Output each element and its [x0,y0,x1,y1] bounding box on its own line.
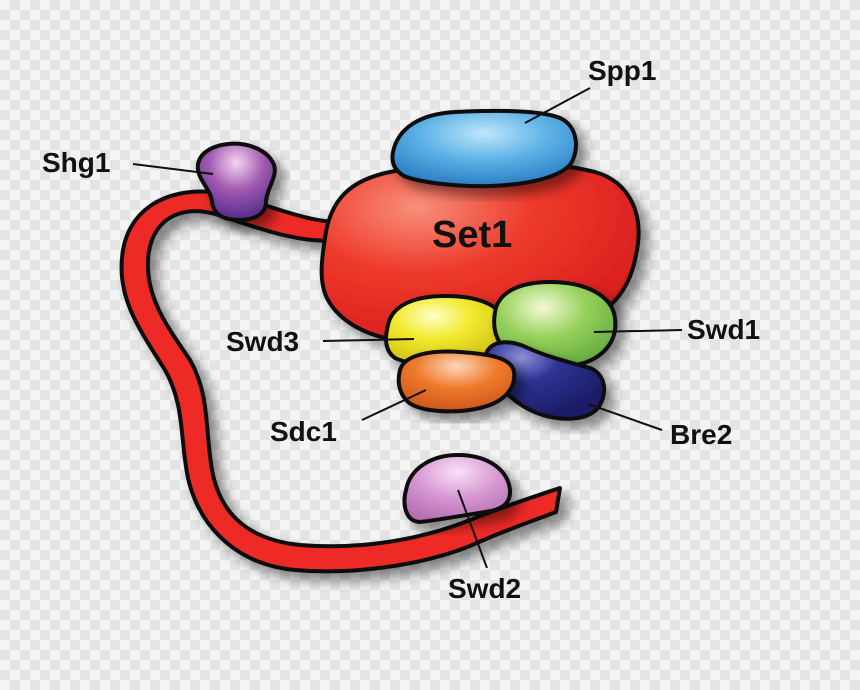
set1-tail [119,189,562,574]
bre2-label: Bre2 [670,419,732,450]
leader-lines [132,87,683,569]
leader-swd2 [457,489,488,569]
leader-sdc1 [361,389,427,421]
shg1-protein [195,141,277,222]
spp1-protein [390,108,578,189]
swd3-label: Swd3 [226,326,299,357]
leader-bre2 [587,403,663,431]
leader-shg1 [132,163,214,175]
leader-spp1 [524,87,591,124]
set1-label: Set1 [432,214,512,256]
shg1-label: Shg1 [42,147,110,178]
leader-swd1 [593,329,683,333]
spp1-label: Spp1 [588,55,656,86]
swd2-label: Swd2 [448,573,521,604]
swd1-label: Swd1 [687,314,760,345]
sdc1-protein [396,349,517,414]
sdc1-label: Sdc1 [270,416,337,447]
leader-swd3 [322,338,415,342]
swd2-protein [402,453,513,524]
